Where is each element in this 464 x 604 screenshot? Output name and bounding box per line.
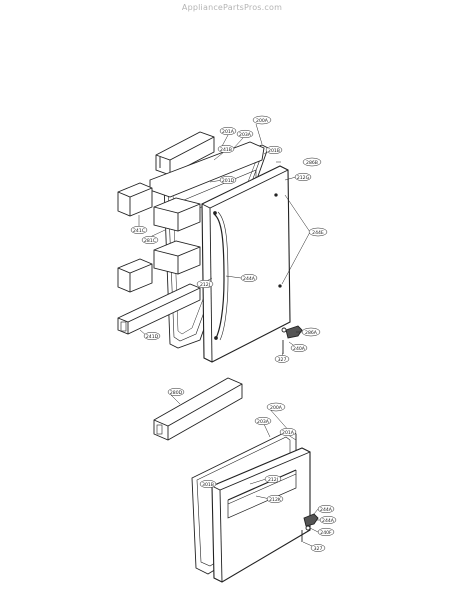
svg-text:327: 327 [278, 357, 287, 363]
callout-241d: 241D [143, 331, 161, 341]
callout-301b: 301B [199, 479, 217, 489]
svg-text:241B: 241B [220, 147, 232, 153]
door-bin-left-2 [117, 258, 153, 293]
upper-door-outer [201, 165, 291, 363]
door-bin-mid-1 [153, 197, 201, 232]
svg-text:244A: 244A [322, 518, 335, 524]
svg-text:201A: 201A [282, 430, 295, 436]
svg-text:244E: 244E [312, 230, 324, 236]
door-shelf-long [117, 283, 201, 335]
door-bin-top [155, 131, 215, 176]
svg-text:240F: 240F [320, 530, 332, 536]
svg-text:280D: 280D [170, 390, 183, 396]
svg-text:286B: 286B [306, 160, 318, 166]
callout-286a: 286A [301, 327, 321, 337]
svg-text:203A: 203A [239, 132, 252, 138]
callout-201d: 201D [219, 175, 237, 185]
callout-201a: 201A [219, 126, 237, 136]
svg-text:241C: 241C [133, 228, 145, 234]
svg-text:212K: 212K [269, 497, 282, 503]
svg-text:244A: 244A [320, 507, 333, 513]
callout-201b: 201B [265, 145, 283, 155]
svg-text:201A: 201A [222, 129, 235, 135]
callout-281c: 281C [141, 235, 159, 245]
callout-244a-lower-2: 244A [319, 515, 337, 525]
callout-280d: 280D [167, 387, 185, 397]
svg-text:327: 327 [314, 546, 323, 552]
door-bin-mid-2 [153, 240, 201, 275]
svg-text:200A: 200A [270, 405, 283, 411]
callout-241b: 241B [217, 144, 235, 154]
callout-241c: 241C [130, 225, 148, 235]
callout-203a: 203A [236, 129, 254, 139]
svg-text:240A: 240A [293, 346, 306, 352]
callout-240a: 240A [290, 343, 308, 353]
callout-244a: 244A [240, 273, 258, 283]
callout-244a-lower: 244A [317, 504, 335, 514]
svg-text:212J: 212J [200, 282, 210, 288]
svg-text:301B: 301B [202, 482, 214, 488]
callout-200a: 200A [252, 115, 272, 125]
svg-text:201B: 201B [268, 148, 280, 154]
svg-text:201D: 201D [222, 178, 235, 184]
callout-240f: 240F [317, 527, 335, 537]
svg-text:212J: 212J [268, 477, 278, 483]
svg-text:286A: 286A [305, 330, 318, 336]
callout-200a-lower: 200A [266, 402, 286, 412]
svg-text:203A: 203A [257, 419, 270, 425]
door-bin-left-1 [117, 182, 153, 217]
callout-286b: 286B [302, 157, 322, 167]
callout-201a-lower: 201A [279, 427, 297, 437]
watermark: AppliancePartsPros.com [181, 3, 283, 12]
svg-text:244A: 244A [243, 276, 256, 282]
svg-text:200A: 200A [256, 118, 269, 124]
hinge-upper [281, 325, 303, 354]
callout-212g: 212G [294, 172, 312, 182]
callout-labels: 200A 201A 203A 241B 201B 286B 212G 201D … [130, 115, 337, 552]
callout-327: 327 [274, 355, 290, 363]
callout-212j: 212J [196, 279, 214, 289]
callout-203a-lower: 203A [254, 416, 272, 426]
svg-text:212G: 212G [297, 175, 310, 181]
lower-door-outer [211, 447, 311, 583]
svg-text:241D: 241D [146, 334, 159, 340]
callout-244e: 244E [308, 227, 328, 237]
callout-327-lower: 327 [310, 544, 326, 552]
drawer-bin [153, 377, 243, 441]
callout-212k: 212K [266, 494, 284, 504]
callout-212j-lower: 212J [264, 474, 282, 484]
svg-text:281C: 281C [144, 238, 156, 244]
